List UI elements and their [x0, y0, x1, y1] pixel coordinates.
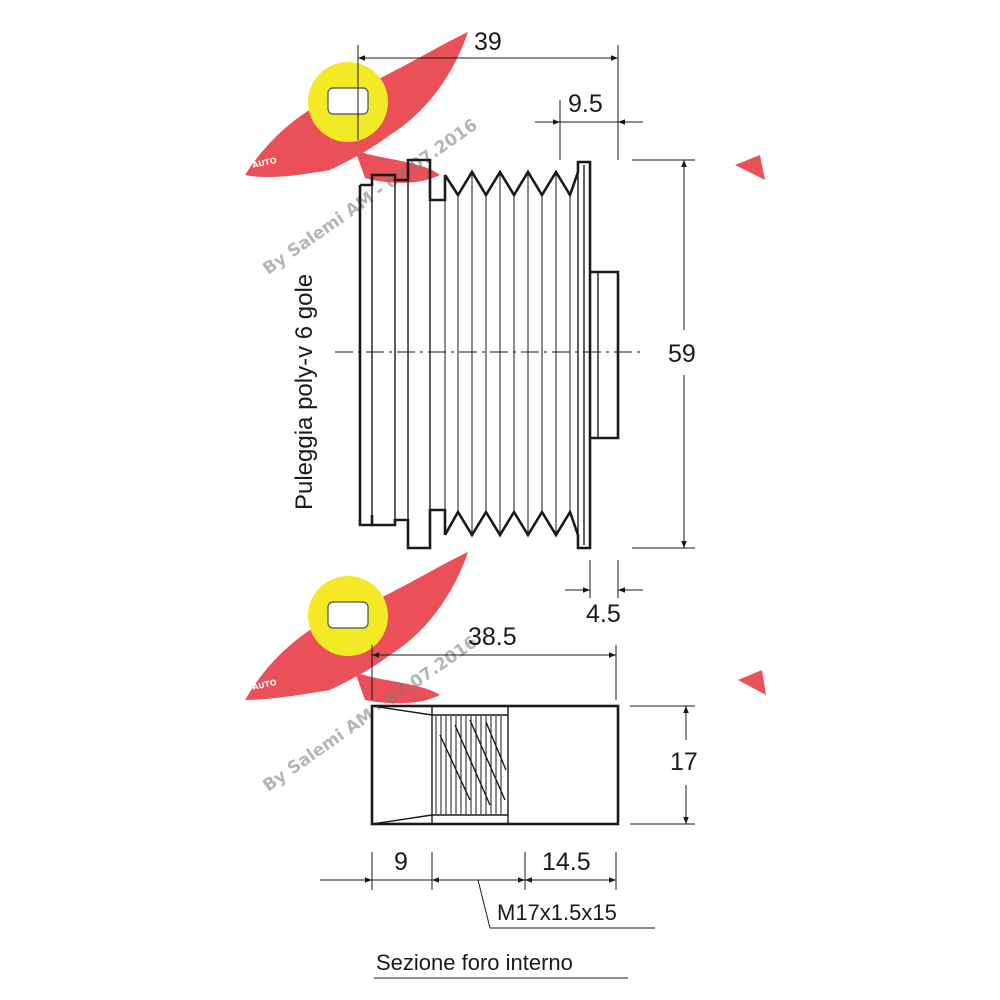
pulley-label: Puleggia poly-v 6 gole — [291, 274, 318, 510]
dim-label-39: 39 — [474, 28, 502, 56]
thread-label: M17x1.5x15 — [497, 900, 617, 925]
dim-label-59: 59 — [668, 340, 696, 368]
thread-hatching — [435, 716, 507, 814]
dim-label-4-5: 4.5 — [586, 600, 621, 628]
dim-diameter: 59 — [632, 159, 696, 549]
thread-callout: M17x1.5x15 — [477, 879, 655, 929]
dim-section-height: 17 — [630, 705, 698, 825]
dim-section-parts: 9 14.5 — [320, 848, 617, 890]
dim-label-9-5: 9.5 — [568, 90, 603, 118]
dim-label-38-5: 38.5 — [468, 623, 517, 651]
dim-label-9: 9 — [394, 848, 408, 876]
watermark-logo-top: AUTO — [245, 32, 468, 183]
pulley-outline — [335, 158, 640, 550]
dim-label-14-5: 14.5 — [542, 848, 591, 876]
watermark-logo-mid: AUTO — [245, 552, 468, 704]
dim-section-length: 38.5 — [371, 623, 617, 700]
section-caption: Sezione foro interno — [376, 950, 573, 975]
dim-groove-offset: 4.5 — [565, 560, 643, 628]
dim-overall-length: 39 — [357, 28, 619, 160]
bore-section — [370, 704, 620, 826]
dim-label-17: 17 — [670, 748, 698, 776]
watermark-edge-right — [735, 155, 766, 695]
dim-hub-width: 9.5 — [535, 90, 643, 160]
